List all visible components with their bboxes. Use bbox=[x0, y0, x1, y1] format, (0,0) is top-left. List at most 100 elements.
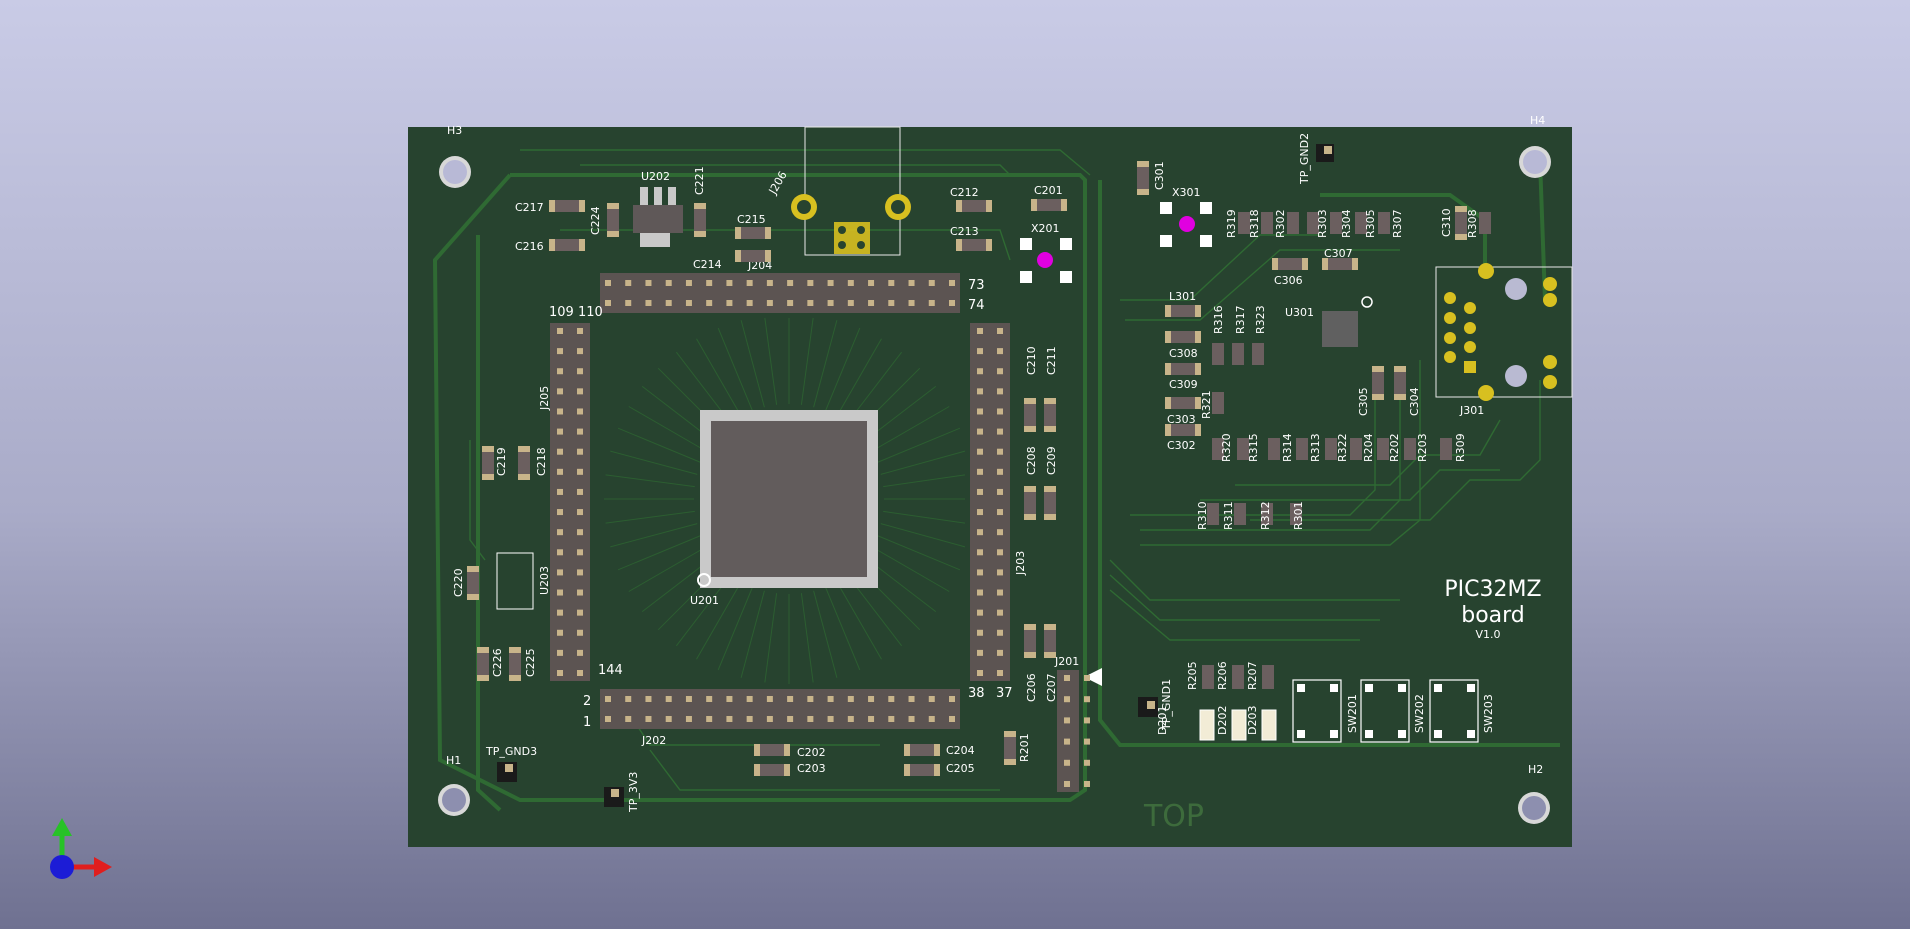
header-j201[interactable]: J201 bbox=[1054, 655, 1102, 792]
passive-r321[interactable]: R321 bbox=[1200, 390, 1224, 419]
usb-connector-j206[interactable]: J206 bbox=[766, 126, 911, 256]
header-j204[interactable]: 73 74 J204 bbox=[600, 259, 985, 313]
header-j205[interactable]: 109 110 144 J205 bbox=[538, 305, 623, 681]
passive-c220[interactable]: C220 bbox=[452, 566, 479, 600]
passive-r204[interactable]: R204 bbox=[1350, 433, 1375, 462]
passive-c303[interactable]: C303 bbox=[1165, 397, 1201, 426]
led-d202[interactable]: D202 bbox=[1216, 706, 1247, 741]
passive-r304[interactable]: R304 bbox=[1330, 209, 1353, 238]
passive-c301[interactable]: C301 bbox=[1137, 161, 1166, 195]
passive-c205[interactable]: C205 bbox=[904, 762, 975, 776]
passive-c215[interactable]: C215 bbox=[735, 213, 771, 239]
passive-c308[interactable]: C308 bbox=[1165, 331, 1201, 360]
fanout-trace bbox=[813, 320, 838, 408]
passive-c306[interactable]: C306 bbox=[1272, 258, 1308, 287]
regulator-u202[interactable]: U202 bbox=[633, 170, 683, 247]
passive-c219[interactable]: C219 bbox=[482, 446, 508, 480]
passive-c208[interactable]: C208 bbox=[1024, 446, 1038, 520]
passive-c225[interactable]: C225 bbox=[509, 647, 537, 681]
j203-pin bbox=[997, 649, 1003, 656]
switch-sw203[interactable]: SW203 bbox=[1429, 679, 1495, 743]
passive-r203[interactable]: R203 bbox=[1404, 433, 1429, 462]
j204-pin bbox=[726, 300, 733, 306]
chip-u301[interactable]: U301 bbox=[1285, 296, 1373, 347]
passive-r308[interactable]: R308 bbox=[1466, 209, 1491, 238]
passive-r312[interactable]: R312 bbox=[1259, 501, 1273, 530]
led-d203[interactable]: D203 bbox=[1246, 706, 1277, 741]
j205-pin bbox=[557, 609, 563, 616]
passive-c304[interactable]: C304 bbox=[1394, 366, 1421, 416]
passive-r301[interactable]: R301 bbox=[1290, 501, 1305, 530]
passive-r307[interactable]: R307 bbox=[1378, 209, 1404, 238]
passive-r201[interactable]: R201 bbox=[1004, 731, 1031, 765]
passive-c207[interactable]: C207 bbox=[1044, 624, 1058, 702]
passive-c206[interactable]: C206 bbox=[1024, 624, 1038, 702]
passive-l301[interactable]: L301 bbox=[1165, 290, 1201, 317]
passive-r323[interactable]: R323 bbox=[1252, 305, 1267, 365]
passive-r309[interactable]: R309 bbox=[1440, 433, 1467, 462]
passive-c307[interactable]: C307 bbox=[1322, 247, 1358, 270]
j202-pin bbox=[847, 696, 854, 702]
passive-r313[interactable]: R313 bbox=[1296, 433, 1322, 462]
switch-sw201[interactable]: SW201 bbox=[1292, 679, 1359, 743]
passive-r322[interactable]: R322 bbox=[1325, 433, 1349, 462]
crystal-x201[interactable]: X201 bbox=[1020, 222, 1072, 283]
passive-r319[interactable]: R319 bbox=[1225, 209, 1250, 238]
passive-r314[interactable]: R314 bbox=[1268, 433, 1294, 462]
passive-r207[interactable]: R207 bbox=[1246, 661, 1274, 690]
passive-r310[interactable]: R310 bbox=[1196, 501, 1219, 530]
passive-c309[interactable]: C309 bbox=[1165, 363, 1201, 391]
passive-r205[interactable]: R205 bbox=[1186, 661, 1214, 690]
passive-r202[interactable]: R202 bbox=[1377, 433, 1401, 462]
passive-r305[interactable]: R305 bbox=[1355, 209, 1377, 238]
passive-r303[interactable]: R303 bbox=[1307, 209, 1329, 238]
test-point-tp-gnd3[interactable]: TP_GND3 bbox=[485, 745, 537, 782]
header-j202[interactable]: 2 1 J202 bbox=[583, 689, 960, 747]
passive-c224[interactable]: C224 bbox=[589, 203, 619, 237]
chip-u203[interactable]: U203 bbox=[496, 552, 551, 610]
ethernet-connector-j301[interactable]: J301 bbox=[1435, 263, 1573, 417]
passive-c226[interactable]: C226 bbox=[477, 647, 504, 681]
passive-c310[interactable]: C310 bbox=[1440, 206, 1467, 240]
passive-c217[interactable]: C217 bbox=[515, 200, 585, 214]
passive-r316[interactable]: R316 bbox=[1212, 305, 1225, 365]
j202-pin-1: 1 bbox=[583, 715, 591, 730]
test-point-tp-3v3[interactable]: TP_3V3 bbox=[604, 772, 640, 813]
passive-c209[interactable]: C209 bbox=[1044, 446, 1058, 520]
passive-c210[interactable]: C210 bbox=[1024, 346, 1038, 432]
test-point-tp-gnd1[interactable]: TP_GND1 bbox=[1138, 679, 1173, 731]
mcu-u201[interactable]: U201 bbox=[690, 410, 878, 607]
passive-c302[interactable]: C302 bbox=[1165, 424, 1201, 452]
j202-pin bbox=[908, 696, 915, 702]
label-r308: R308 bbox=[1466, 209, 1479, 238]
label-r317: R317 bbox=[1234, 305, 1247, 334]
passive-c202[interactable]: C202 bbox=[754, 744, 826, 759]
test-point-tp-gnd2[interactable]: TP_GND2 bbox=[1298, 133, 1334, 185]
passive-r320[interactable]: R320 bbox=[1212, 433, 1233, 462]
crystal-x301[interactable]: X301 bbox=[1160, 186, 1212, 247]
passive-r317[interactable]: R317 bbox=[1232, 305, 1247, 365]
passive-c203[interactable]: C203 bbox=[754, 762, 826, 776]
passive-r302[interactable]: R302 bbox=[1274, 209, 1299, 238]
passive-c212[interactable]: C212 bbox=[950, 186, 992, 212]
header-j203[interactable]: 38 37 J203 bbox=[968, 323, 1027, 701]
chip-label-u301: U301 bbox=[1285, 306, 1314, 319]
passive-c216[interactable]: C216 bbox=[515, 239, 585, 253]
passive-r311[interactable]: R311 bbox=[1222, 501, 1246, 530]
passive-c204[interactable]: C204 bbox=[904, 744, 975, 757]
j202-pin bbox=[645, 716, 652, 722]
passive-c305[interactable]: C305 bbox=[1357, 366, 1384, 416]
switch-sw202[interactable]: SW202 bbox=[1360, 679, 1426, 743]
passive-r318[interactable]: R318 bbox=[1248, 209, 1273, 238]
passive-c213[interactable]: C213 bbox=[950, 225, 992, 251]
passive-c211[interactable]: C211 bbox=[1044, 346, 1058, 432]
passive-r206[interactable]: R206 bbox=[1216, 661, 1244, 690]
passive-c221[interactable]: C221 bbox=[693, 166, 706, 237]
passive-c218[interactable]: C218 bbox=[518, 446, 548, 480]
j203-pin bbox=[977, 529, 983, 536]
passive-c214[interactable]: C214 bbox=[693, 250, 771, 271]
led-d201[interactable]: D201 bbox=[1156, 706, 1215, 741]
passive-c201[interactable]: C201 bbox=[1031, 184, 1067, 211]
passive-r315[interactable]: R315 bbox=[1237, 433, 1260, 462]
